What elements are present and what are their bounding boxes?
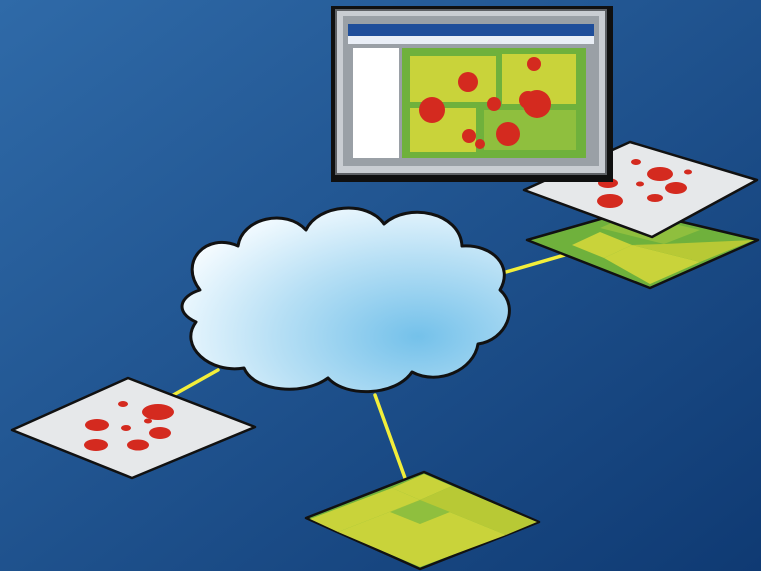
raster-cell — [604, 245, 700, 284]
raster-cell — [572, 232, 632, 258]
point-features-layer-icon — [10, 376, 257, 480]
raster-cell — [390, 500, 450, 524]
cloud — [180, 206, 511, 394]
feature-layer-left — [10, 376, 257, 480]
map-viewer-window — [331, 6, 613, 182]
raster-cell — [420, 486, 537, 535]
connector-cloud-to-raster-bottom — [373, 393, 407, 480]
raster-cell — [338, 500, 506, 567]
window-toolbar — [348, 36, 594, 44]
feature-dots — [84, 401, 174, 451]
map-hotspots — [419, 57, 551, 149]
raster-layer-bottom — [304, 470, 541, 571]
cloud-icon — [180, 206, 511, 394]
window-titlebar — [348, 24, 594, 36]
window-sidebar — [353, 48, 399, 158]
raster-cell — [632, 240, 754, 262]
connector-cloud-to-feature-layer-left — [166, 368, 220, 400]
raster-cell — [310, 488, 420, 532]
map-window-icon — [402, 48, 586, 158]
raster-cell — [392, 474, 452, 500]
